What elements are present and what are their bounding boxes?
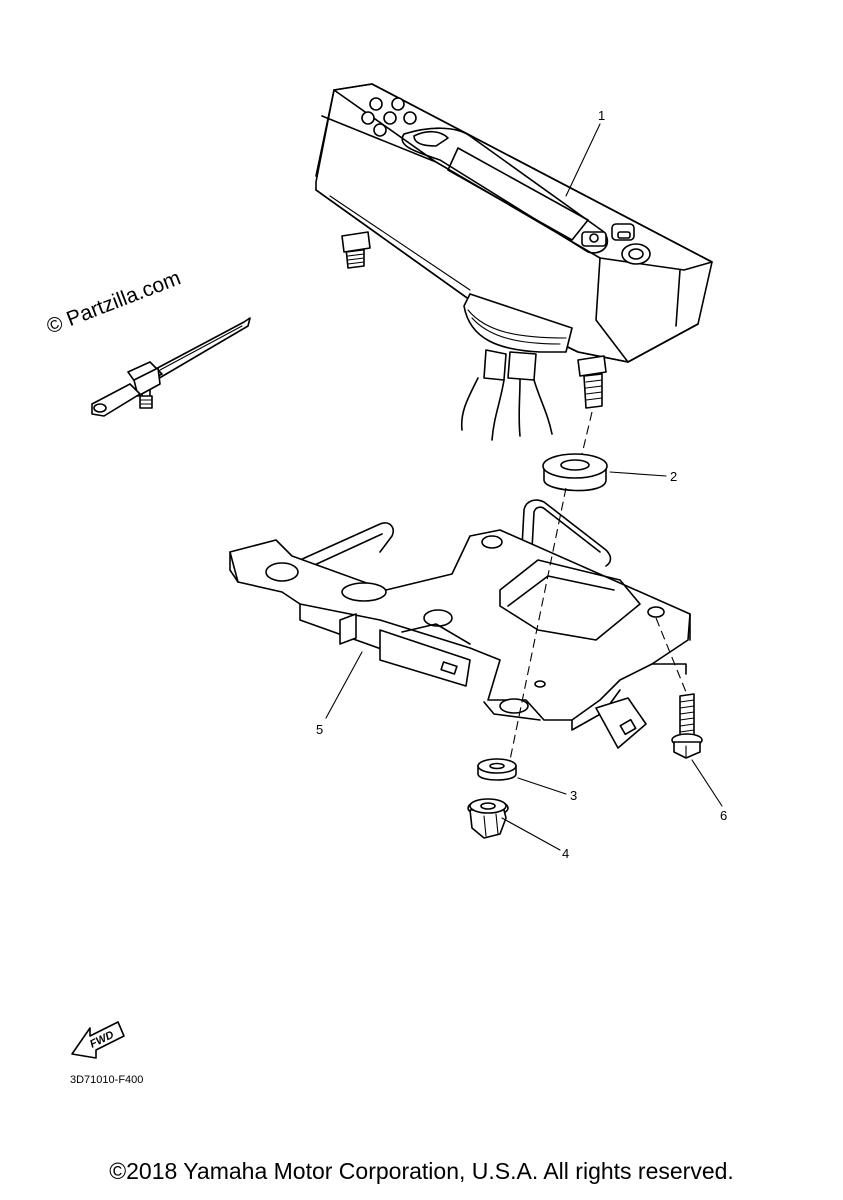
bolt xyxy=(671,693,703,759)
callout-6: 6 xyxy=(720,808,727,823)
callout-3: 3 xyxy=(570,788,577,803)
grommet xyxy=(542,453,608,492)
leader-3 xyxy=(517,777,567,795)
assembly-line-stud xyxy=(581,411,593,455)
leader-6 xyxy=(691,759,723,807)
callout-4: 4 xyxy=(562,846,569,861)
nut xyxy=(467,798,509,839)
leader-5 xyxy=(325,651,363,719)
leader-2 xyxy=(609,471,667,477)
copyright-notice: ©2018 Yamaha Motor Corporation, U.S.A. A… xyxy=(109,1158,734,1184)
callout-5: 5 xyxy=(316,722,323,737)
assembly-line-grommet-collar xyxy=(509,487,567,761)
cable-tie-clip xyxy=(91,317,251,417)
meter-assembly xyxy=(315,83,713,441)
diagram-code: 3D71010-F400 xyxy=(70,1074,143,1086)
callout-1: 1 xyxy=(598,108,605,123)
fwd-arrow-icon: FWD xyxy=(71,1021,125,1059)
callout-2: 2 xyxy=(670,469,677,484)
meter-bracket xyxy=(229,499,691,749)
leader-4 xyxy=(501,817,561,851)
collar xyxy=(477,758,517,781)
leader-1 xyxy=(565,123,601,197)
watermark: © Partzilla.com xyxy=(44,266,184,338)
